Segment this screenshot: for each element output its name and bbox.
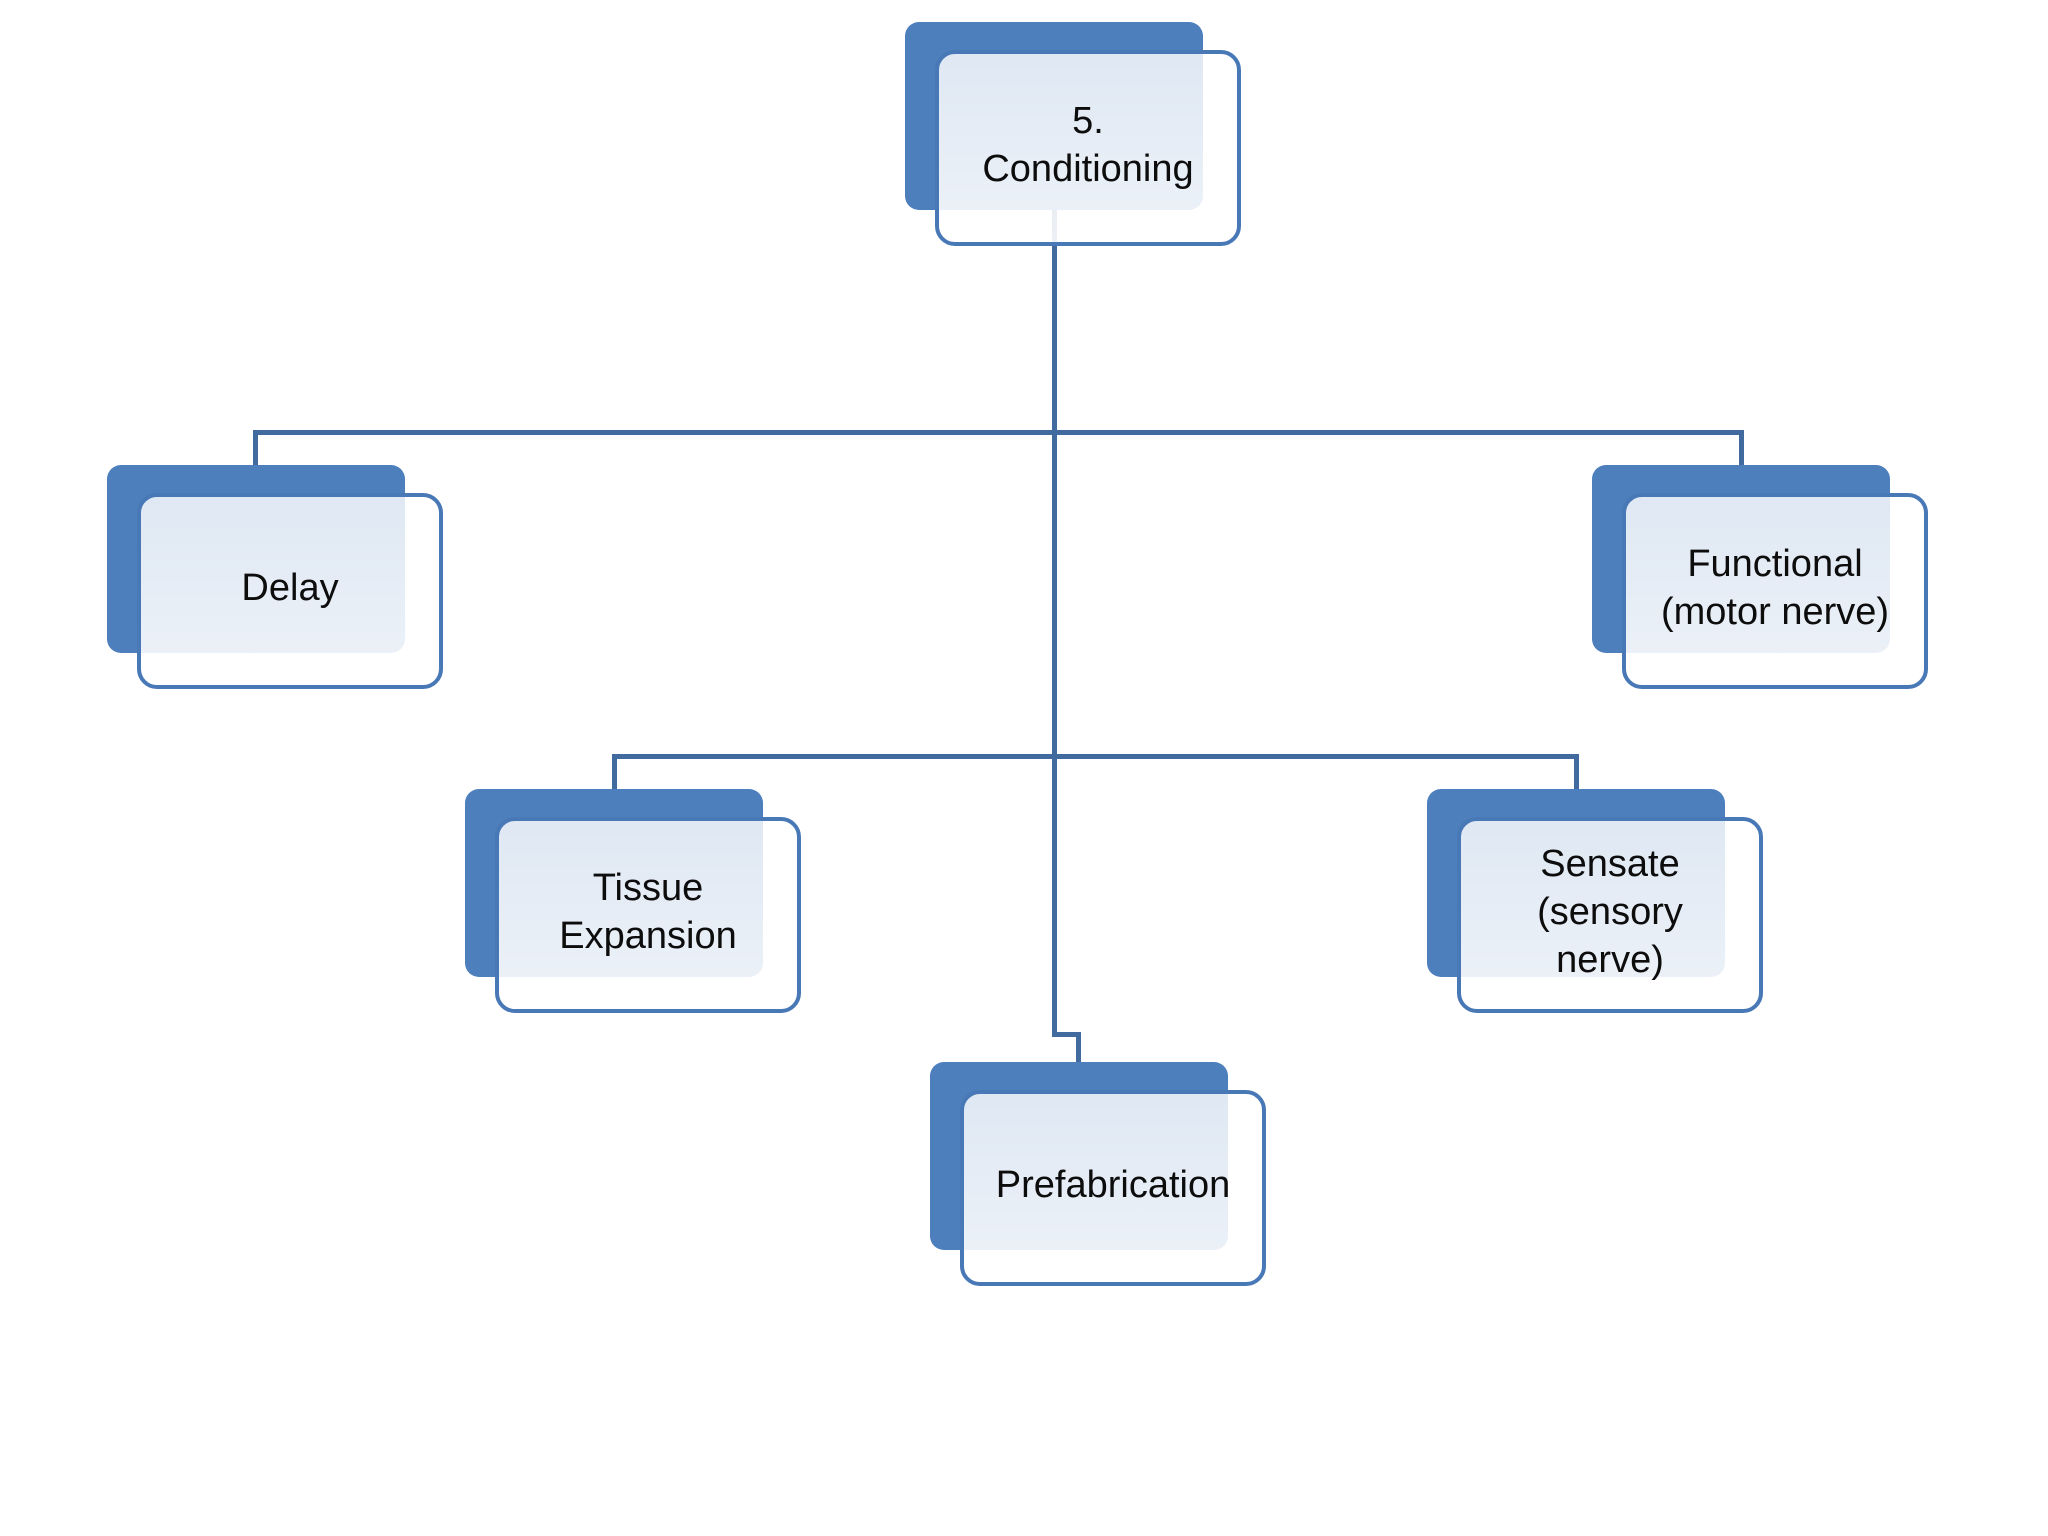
connector-elbow-drop-prefab [1076, 1032, 1081, 1067]
node-delay-label: Delay [241, 567, 339, 609]
node-delay-card: Delay [137, 493, 443, 689]
node-sensate-label: Sensate (sensory nerve) [1537, 843, 1683, 981]
node-functional: Functional (motor nerve) [1592, 465, 1928, 689]
node-tissue-expansion-label: Tissue Expansion [559, 867, 737, 957]
node-conditioning: 5. Conditioning [905, 22, 1241, 246]
node-prefabrication: Prefabrication [930, 1062, 1266, 1286]
node-sensate-card: Sensate (sensory nerve) [1457, 817, 1763, 1013]
connector-tier1-horizontal [253, 430, 1744, 435]
node-prefabrication-card: Prefabrication [960, 1090, 1266, 1286]
connector-elbow-horizontal [1052, 1032, 1081, 1037]
connector-tier2-drop-sensate [1574, 754, 1579, 794]
node-conditioning-label: 5. Conditioning [982, 100, 1194, 190]
node-delay: Delay [107, 465, 443, 689]
node-tissue-expansion-card: Tissue Expansion [495, 817, 801, 1013]
connector-tier1-drop-functional [1739, 430, 1744, 468]
node-functional-card: Functional (motor nerve) [1622, 493, 1928, 689]
connector-tier1-drop-delay [253, 430, 258, 468]
node-functional-label: Functional (motor nerve) [1660, 543, 1890, 633]
node-sensate: Sensate (sensory nerve) [1427, 789, 1763, 1013]
connector-trunk-vertical [1052, 205, 1057, 1037]
node-tissue-expansion: Tissue Expansion [465, 789, 801, 1013]
connector-tier2-horizontal [612, 754, 1579, 759]
node-prefabrication-label: Prefabrication [995, 1164, 1231, 1206]
connector-tier2-drop-tissue [612, 754, 617, 794]
node-conditioning-card: 5. Conditioning [935, 50, 1241, 246]
